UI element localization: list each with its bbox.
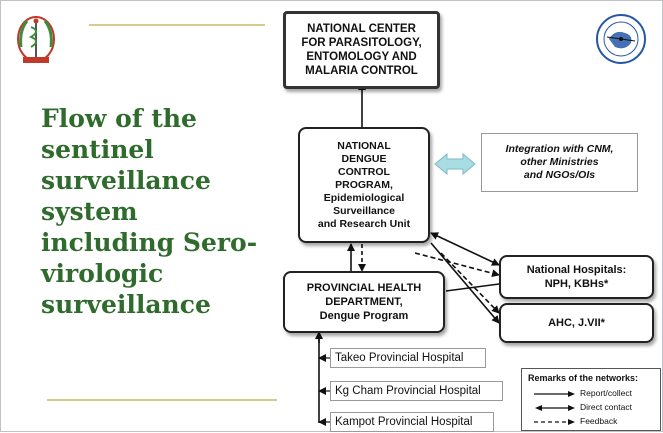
- ndcp-line-6: Surveillance: [333, 204, 395, 217]
- legend-row-report: Report/collect: [522, 388, 660, 400]
- provincial-line-2: DEPARTMENT,: [325, 296, 403, 308]
- bottom-rule: [47, 399, 277, 401]
- provincial-health-box: PROVINCIAL HEALTH DEPARTMENT, Dengue Pro…: [283, 271, 445, 333]
- integration-double-arrow: [434, 152, 476, 176]
- ministry-of-health-logo: [15, 13, 57, 67]
- slide-title-line-6: virologic: [41, 259, 164, 288]
- national-center-line-1: NATIONAL CENTER: [307, 23, 416, 35]
- legend-label-contact: Direct contact: [580, 402, 632, 412]
- national-center-line-2: FOR PARASITOLOGY,: [301, 37, 422, 49]
- dengue-program-logo: [595, 13, 647, 65]
- national-hospitals-line-1: National Hospitals:: [526, 264, 627, 276]
- ahc-label: AHC, J.VII*: [548, 317, 605, 329]
- legend-label-report: Report/collect: [580, 388, 632, 398]
- ndcp-line-3: CONTROL: [338, 165, 390, 178]
- ndcp-line-2: DENGUE: [341, 152, 387, 165]
- ndcp-line-1: NATIONAL: [337, 139, 391, 152]
- hospital-kg-cham: Kg Cham Provincial Hospital: [330, 381, 503, 401]
- national-center-line-3: ENTOMOLOGY AND: [306, 51, 417, 63]
- integration-box: Integration with CNM, other Ministries a…: [481, 133, 638, 192]
- hospital-takeo: Takeo Provincial Hospital: [330, 348, 486, 368]
- slide-title-line-2: sentinel: [41, 135, 154, 164]
- contact-ndcp-national-hospitals: [430, 232, 500, 266]
- top-rule: [89, 24, 265, 26]
- link-provincial-national-hospitals: [445, 283, 500, 292]
- legend-row-feedback: Feedback: [522, 416, 660, 428]
- slide-title-line-7: surveillance: [41, 290, 211, 319]
- feedback-ndcp-national-hospitals: [414, 252, 500, 278]
- ndcp-line-7: and Research Unit: [317, 217, 411, 230]
- legend-label-feedback: Feedback: [580, 416, 618, 426]
- integration-line-2: other Ministries: [520, 156, 599, 168]
- provincial-line-3: Dengue Program: [319, 310, 409, 322]
- slide-title-line-1: Flow of the: [41, 104, 197, 133]
- national-center-line-4: MALARIA CONTROL: [305, 65, 418, 77]
- national-hospitals-box: National Hospitals: NPH, KBHs*: [499, 255, 654, 299]
- legend-title: Remarks of the networks:: [528, 373, 639, 383]
- slide-title-line-3: surveillance: [41, 166, 211, 195]
- contact-ndcp-ahc: [430, 242, 500, 324]
- slide-title-line-4: system: [41, 197, 138, 226]
- national-hospitals-line-2: NPH, KBHs*: [544, 278, 609, 290]
- integration-line-3: and NGOs/OIs: [523, 169, 596, 181]
- feedback-dashed-arrow-icon: [534, 419, 575, 425]
- provincial-line-1: PROVINCIAL HEALTH: [306, 282, 422, 294]
- network-legend: Remarks of the networks: Report/collect …: [521, 368, 661, 431]
- integration-line-1: Integration with CNM,: [505, 143, 614, 155]
- report-arrow-icon: [534, 391, 575, 397]
- ahc-box: AHC, J.VII*: [499, 303, 654, 343]
- legend-row-contact: Direct contact: [522, 402, 660, 414]
- hospital-kampot: Kampot Provincial Hospital: [330, 412, 494, 432]
- direct-contact-arrow-icon: [535, 405, 575, 411]
- ndcp-line-5: Epidemiological: [323, 191, 405, 204]
- feedback-ndcp-ahc: [440, 252, 500, 314]
- ndcp-box: NATIONAL DENGUE CONTROL PROGRAM, Epidemi…: [298, 127, 430, 243]
- slide-title-line-5: including Sero-: [41, 228, 258, 257]
- national-center-box: NATIONAL CENTER FOR PARASITOLOGY, ENTOMO…: [283, 11, 440, 89]
- ndcp-line-4: PROGRAM,: [335, 178, 393, 191]
